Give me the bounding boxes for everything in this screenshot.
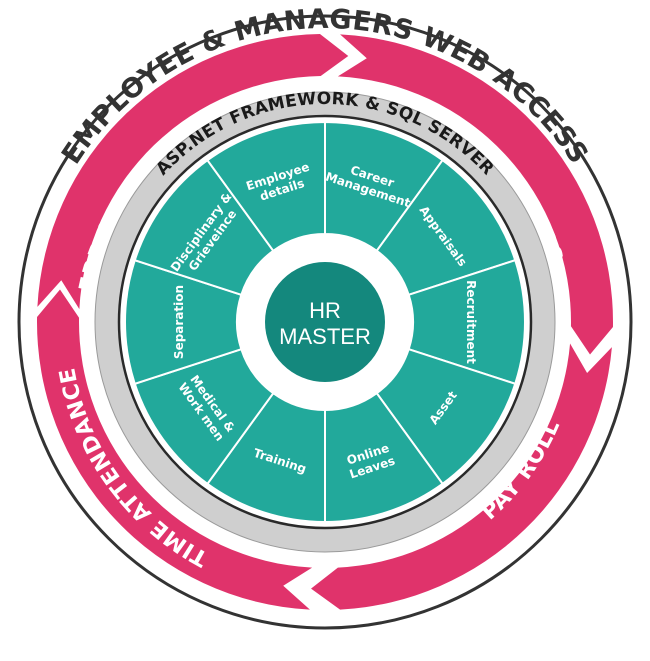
ring-segment-time-attendance[interactable] xyxy=(37,289,313,610)
outer-ring-outline xyxy=(17,14,633,630)
module-wheel xyxy=(124,120,526,524)
framework-outer-line xyxy=(94,91,556,553)
segment-label-separation: Separation xyxy=(172,285,186,359)
segment-label-line: Separation xyxy=(172,285,186,359)
ring-segment-mobile-apps[interactable] xyxy=(337,34,613,355)
hub-circle[interactable] xyxy=(265,262,385,382)
ring-segment-erp[interactable] xyxy=(37,34,349,310)
hub-line1: HR xyxy=(309,298,341,323)
ring-segment-pay-roll[interactable] xyxy=(311,343,612,610)
framework-inner-line xyxy=(117,114,533,530)
hub-line2: MASTER xyxy=(279,324,371,349)
module-ring xyxy=(37,34,613,610)
segment-label-recruitment: Recruitment xyxy=(464,280,478,364)
segment-label-line: Recruitment xyxy=(464,280,478,364)
